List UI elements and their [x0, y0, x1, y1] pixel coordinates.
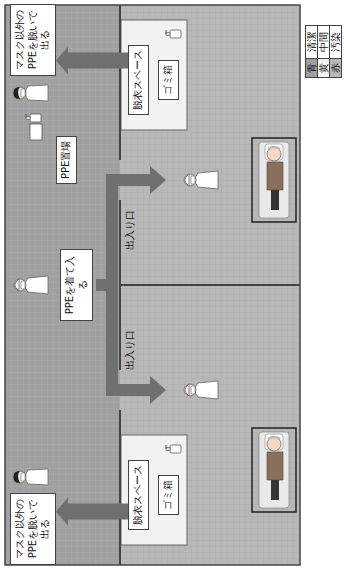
undress-space-box: 脱衣スペース — [128, 460, 149, 530]
color-name: 青 — [306, 63, 317, 73]
storage-box: PPE置場 — [56, 136, 77, 184]
trash-box: ゴミ箱 — [158, 60, 179, 100]
legend-table: 青 清潔黄 中間赤 汚染 — [305, 25, 342, 78]
block-arrow — [56, 498, 128, 526]
doorway-label: 出入り口 — [124, 328, 136, 372]
block-arrow — [56, 47, 128, 75]
legend-swatch: 青 — [306, 58, 317, 77]
undress-space-box: 脱衣スペース — [128, 45, 149, 115]
color-name: 赤 — [330, 63, 341, 73]
exit-note-box: マスク以外のPPEを脱いで出る — [10, 4, 56, 76]
box-text: PPE置場 — [60, 141, 73, 179]
box-text: マスク以外のPPEを脱いで出る — [14, 498, 52, 560]
legend-row: 赤汚染 — [329, 26, 341, 77]
instruction-box: PPEを着て入る — [60, 249, 93, 321]
box-text: ゴミ箱 — [162, 480, 175, 510]
legend-text: 清潔 — [306, 26, 317, 58]
box-text: 脱衣スペース — [132, 50, 145, 110]
legend-text: 汚染 — [330, 26, 341, 58]
box-text: ゴミ箱 — [162, 65, 175, 95]
legend-row: 黄中間 — [317, 26, 329, 77]
exit-note-box: マスク以外のPPEを脱いで出る — [10, 493, 56, 565]
box-text: PPEを着て入る — [64, 254, 89, 316]
legend-row: 青清潔 — [306, 26, 317, 77]
legend-text: 中間 — [318, 26, 329, 58]
legend-swatch: 黄 — [318, 58, 329, 77]
box-text: マスク以外のPPEを脱いで出る — [14, 9, 52, 71]
trash-box: ゴミ箱 — [158, 475, 179, 515]
doorway-label: 出入り口 — [124, 208, 136, 252]
color-name: 黄 — [318, 63, 329, 73]
box-text: 脱衣スペース — [132, 465, 145, 525]
legend-swatch: 赤 — [330, 58, 341, 77]
